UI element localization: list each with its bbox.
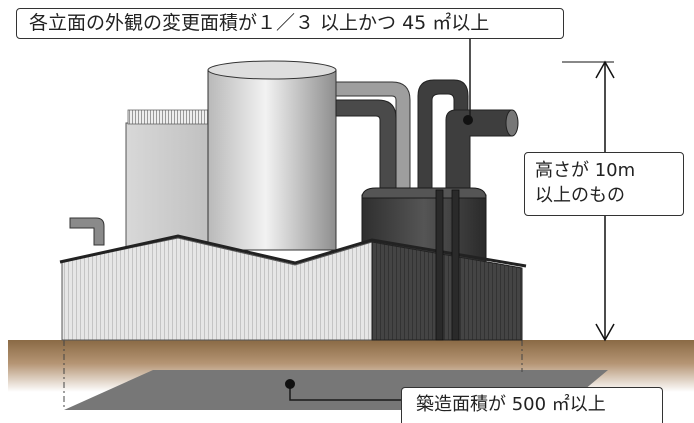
height-condition-label: 高さが 10m 以上のもの bbox=[524, 152, 684, 216]
exterior-change-area-label: 各立面の外観の変更面積が１／３ 以上かつ 45 ㎡以上 bbox=[16, 8, 564, 39]
building-area-label: 築造面積が 500 ㎡以上 bbox=[401, 387, 663, 423]
shed-roof-line bbox=[59, 234, 527, 268]
exterior-area-leader-dot bbox=[463, 115, 473, 125]
height-arrow-bottom bbox=[595, 323, 615, 342]
pipe-outlet-opening bbox=[505, 109, 519, 137]
exterior-change-area-text: 各立面の外観の変更面積が１／３ 以上かつ 45 ㎡以上 bbox=[29, 12, 490, 34]
front-vertical-pipe-left bbox=[435, 189, 444, 341]
dark-pipe-right-outlet bbox=[445, 109, 513, 191]
main-cylinder-tank bbox=[207, 69, 337, 251]
dark-tank-top bbox=[361, 187, 487, 199]
back-building-vent-fins bbox=[127, 109, 221, 125]
building-area-leader-dot bbox=[285, 379, 295, 389]
dark-pipe-upper bbox=[335, 99, 397, 191]
height-condition-line-1: 高さが 10m bbox=[535, 160, 636, 181]
building-area-text: 築造面積が 500 ㎡以上 bbox=[416, 394, 606, 415]
building-area-leader-line bbox=[289, 385, 402, 401]
shed-building-dark-section bbox=[371, 241, 523, 341]
gray-pipe-upper bbox=[335, 81, 411, 191]
height-condition-line-2: 以上のもの bbox=[535, 185, 625, 206]
small-left-pipe bbox=[69, 217, 105, 246]
front-vertical-pipe-right bbox=[451, 189, 460, 341]
main-cylinder-top bbox=[207, 60, 337, 80]
